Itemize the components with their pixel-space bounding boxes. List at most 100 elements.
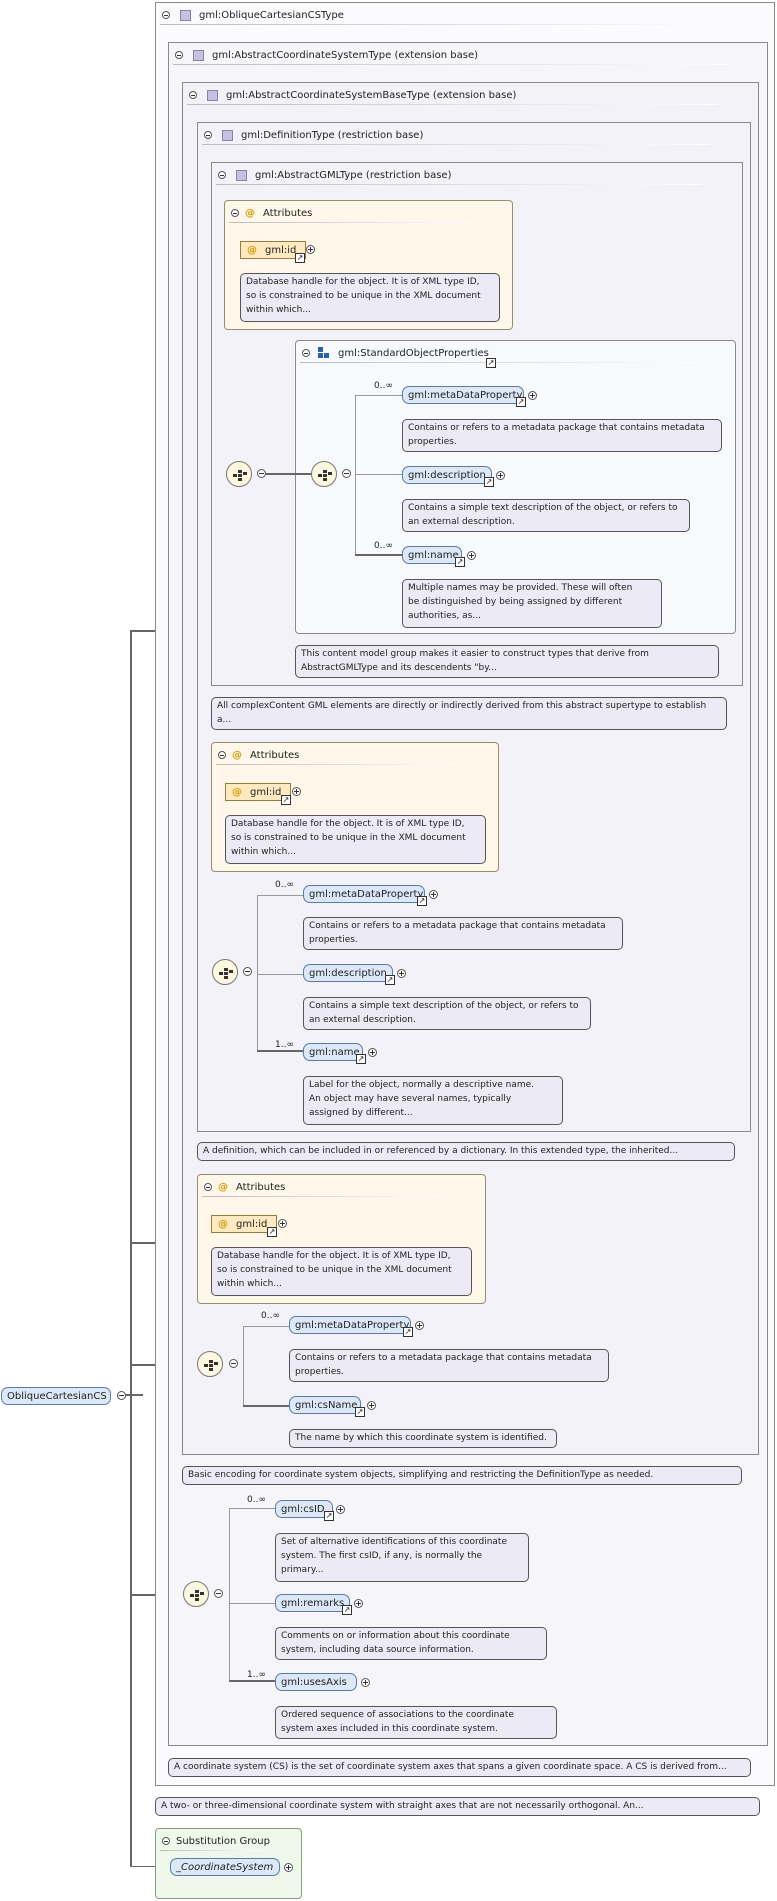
connector — [355, 474, 403, 475]
expand-toggle[interactable] — [496, 471, 505, 480]
expand-toggle[interactable] — [292, 787, 301, 796]
link-arrow-icon[interactable]: ↗ — [417, 896, 427, 906]
expand-toggle[interactable] — [361, 1678, 370, 1687]
expand-toggle[interactable] — [284, 1863, 293, 1872]
gml-id-documentation: Database handle for the object. It is of… — [225, 815, 486, 864]
expand-toggle[interactable] — [368, 1048, 377, 1057]
doc-line: Comments on or information about this co… — [281, 1631, 510, 1641]
link-arrow-icon[interactable]: ↗ — [486, 358, 496, 368]
metadataproperty-element[interactable]: gml:metaDataProperty — [303, 885, 425, 903]
connector — [257, 895, 258, 1051]
occurrence-label: 0..∞ — [261, 1311, 280, 1321]
gml-id-attribute[interactable]: @ gml:id — [225, 783, 291, 801]
collapse-toggle[interactable] — [204, 1183, 212, 1191]
expand-toggle[interactable] — [429, 890, 438, 899]
doc-line: so is constrained to be unique in the XM… — [217, 1265, 452, 1275]
doc-line: Contains or refers to a metadata package… — [309, 921, 606, 931]
divider — [216, 184, 702, 185]
element-label: gml:remarks — [281, 1597, 345, 1609]
complex-type-icon — [207, 89, 218, 101]
expand-toggle[interactable] — [397, 969, 406, 978]
link-arrow-icon[interactable]: ↗ — [356, 1054, 366, 1064]
element-label: gml:description — [309, 967, 387, 979]
expand-toggle[interactable] — [354, 1599, 363, 1608]
sequence-compositor-icon[interactable] — [183, 1581, 209, 1607]
collapse-toggle[interactable] — [257, 469, 266, 478]
collapse-toggle[interactable] — [162, 11, 170, 19]
link-arrow-icon[interactable]: ↗ — [281, 795, 291, 805]
connector — [355, 395, 356, 555]
link-arrow-icon[interactable]: ↗ — [484, 477, 494, 487]
metadataproperty-element[interactable]: gml:metaDataProperty — [402, 386, 524, 404]
doc-line: A two- or three-dimensional coordinate s… — [161, 1801, 644, 1811]
expand-toggle[interactable] — [306, 245, 315, 254]
collapse-toggle[interactable] — [231, 209, 239, 217]
definition-documentation: A definition, which can be included in o… — [197, 1142, 735, 1161]
doc-line: Contains a simple text description of th… — [408, 503, 678, 513]
abstract-gml-documentation: All complexContent GML elements are dire… — [211, 697, 727, 730]
collapse-toggle[interactable] — [189, 91, 197, 99]
doc-line: Label for the object, normally a descrip… — [309, 1080, 534, 1090]
divider — [187, 104, 718, 105]
expand-toggle[interactable] — [415, 1321, 424, 1330]
type-label: gml:AbstractCoordinateSystemType (extens… — [212, 49, 479, 61]
root-element[interactable]: ObliqueCartesianCS — [1, 1387, 111, 1405]
link-arrow-icon[interactable]: ↗ — [355, 1407, 365, 1417]
collapse-toggle[interactable] — [175, 51, 183, 59]
remarks-element[interactable]: gml:remarks — [275, 1594, 350, 1612]
collapse-toggle[interactable] — [302, 349, 310, 357]
attribute-label: gml:id — [250, 786, 282, 798]
doc-line: Contains or refers to a metadata package… — [408, 423, 705, 433]
sequence-compositor-icon[interactable] — [212, 959, 238, 985]
link-arrow-icon[interactable]: ↗ — [342, 1605, 352, 1615]
doc-line: properties. — [295, 1367, 344, 1377]
coordinate-system-element[interactable]: _CoordinateSystem — [170, 1858, 280, 1876]
csname-element[interactable]: gml:csName — [289, 1396, 361, 1414]
name-element[interactable]: gml:name — [402, 546, 462, 564]
metadataproperty-element[interactable]: gml:metaDataProperty — [289, 1316, 411, 1334]
attribute-label: gml:id — [236, 1218, 268, 1230]
metadataproperty-documentation: Contains or refers to a metadata package… — [303, 917, 623, 950]
doc-line: an external description. — [309, 1015, 416, 1025]
expand-toggle[interactable] — [278, 1219, 287, 1228]
type-header: gml:DefinitionType (restriction base) — [204, 128, 423, 142]
attributes-label: Attributes — [236, 1181, 286, 1193]
collapse-toggle[interactable] — [117, 1391, 126, 1400]
gml-id-attribute[interactable]: @ gml:id — [211, 1215, 277, 1233]
description-element[interactable]: gml:description — [402, 466, 492, 484]
collapse-toggle[interactable] — [229, 1359, 238, 1368]
collapse-toggle[interactable] — [204, 131, 212, 139]
link-arrow-icon[interactable]: ↗ — [324, 1511, 334, 1521]
collapse-toggle[interactable] — [218, 171, 226, 179]
name-element[interactable]: gml:name — [303, 1043, 363, 1061]
description-element[interactable]: gml:description — [303, 964, 393, 982]
sequence-compositor-icon[interactable] — [226, 461, 252, 487]
connector — [229, 1508, 275, 1509]
collapse-toggle[interactable] — [162, 1837, 170, 1845]
expand-toggle[interactable] — [367, 1401, 376, 1410]
link-arrow-icon[interactable]: ↗ — [516, 397, 526, 407]
element-label: gml:usesAxis — [281, 1676, 347, 1688]
collapse-toggle[interactable] — [218, 751, 226, 759]
sequence-compositor-icon[interactable] — [197, 1351, 223, 1377]
occurrence-label: 0..∞ — [374, 381, 393, 391]
link-arrow-icon[interactable]: ↗ — [295, 253, 305, 263]
link-arrow-icon[interactable]: ↗ — [403, 1327, 413, 1337]
collapse-toggle[interactable] — [342, 469, 351, 478]
link-arrow-icon[interactable]: ↗ — [455, 557, 465, 567]
expand-toggle[interactable] — [336, 1505, 345, 1514]
collapse-toggle[interactable] — [243, 967, 252, 976]
csid-element[interactable]: gml:csID — [275, 1500, 333, 1518]
element-label: gml:description — [408, 469, 486, 481]
divider — [202, 1196, 445, 1197]
sequence-compositor-icon[interactable] — [311, 461, 337, 487]
usesaxis-element[interactable]: gml:usesAxis — [275, 1673, 357, 1691]
link-arrow-icon[interactable]: ↗ — [385, 975, 395, 985]
cs-base-documentation: Basic encoding for coordinate system obj… — [182, 1466, 742, 1485]
doc-line: This content model group makes it easier… — [301, 649, 649, 659]
gml-id-attribute[interactable]: @ gml:id — [240, 241, 306, 259]
link-arrow-icon[interactable]: ↗ — [267, 1227, 277, 1237]
expand-toggle[interactable] — [528, 391, 537, 400]
collapse-toggle[interactable] — [214, 1589, 223, 1598]
expand-toggle[interactable] — [467, 551, 476, 560]
